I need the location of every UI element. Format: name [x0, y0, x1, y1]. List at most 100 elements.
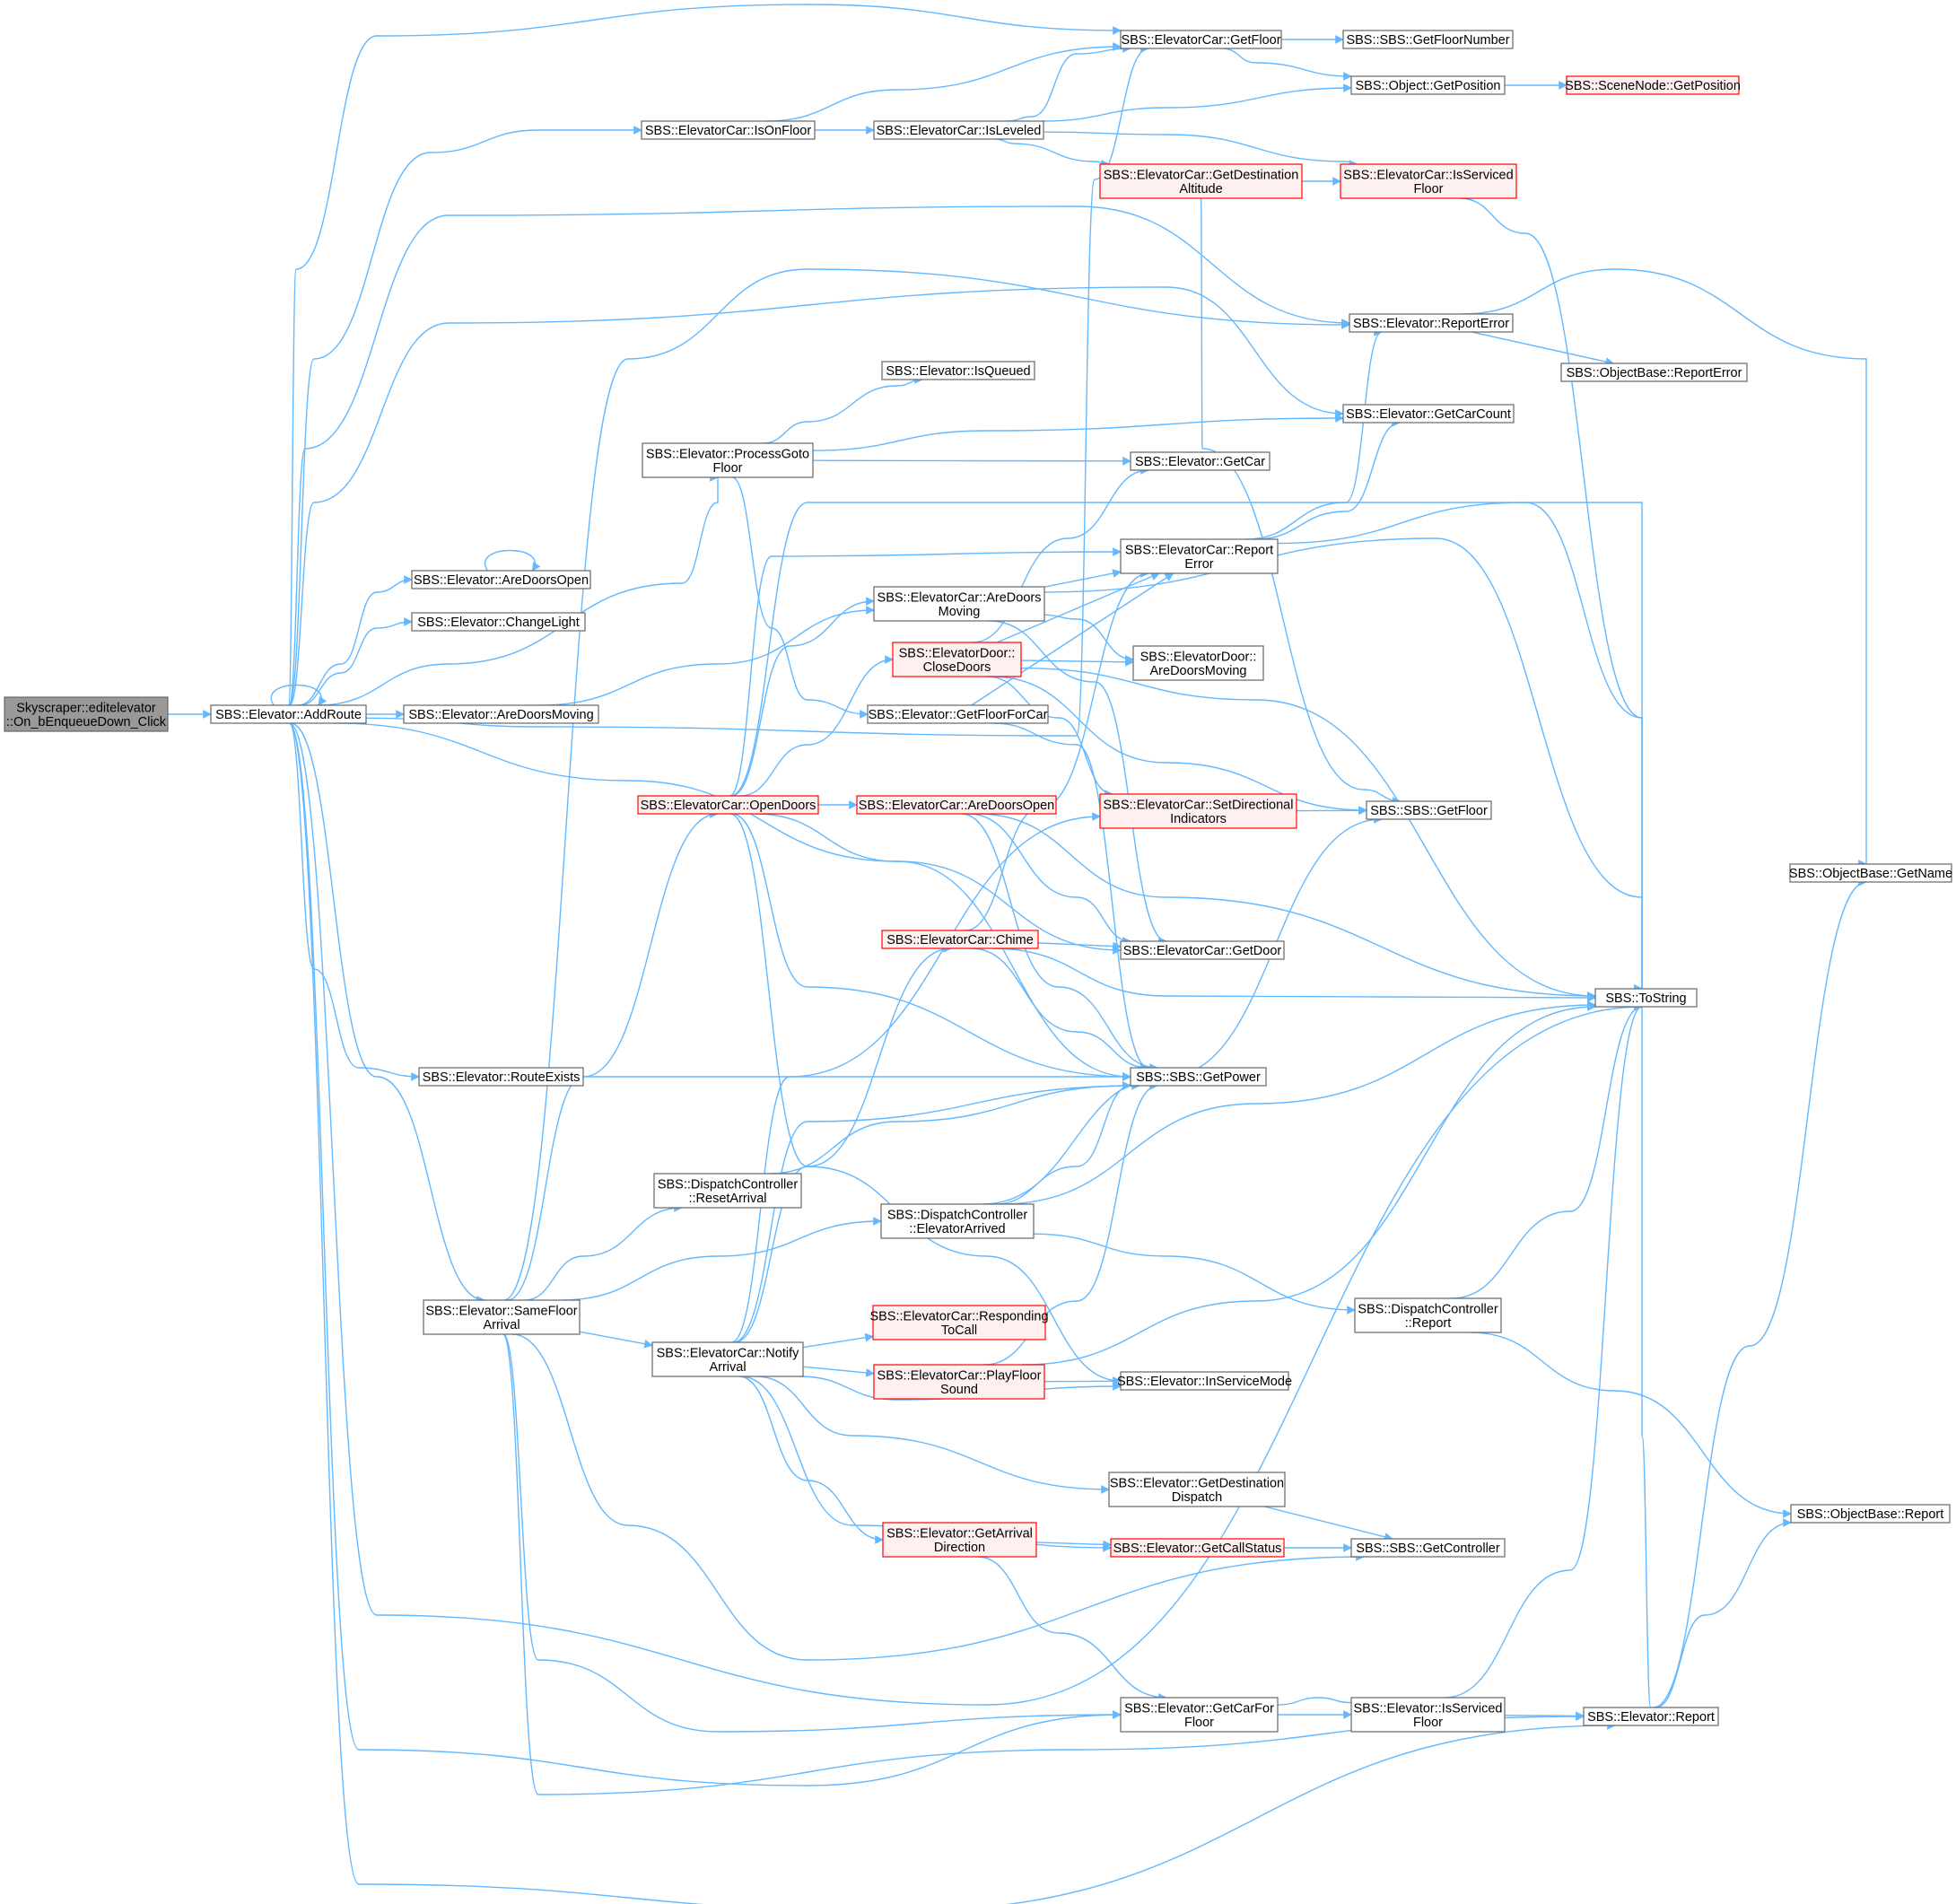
node-label: SBS::ObjectBase::ReportError	[1567, 366, 1742, 380]
node-label: SBS::Elevator::GetFloorForCar	[869, 708, 1048, 722]
node-label: SBS::Object::GetPosition	[1356, 79, 1501, 93]
node-ed_aredoorsmoving[interactable]: SBS::ElevatorDoor::AreDoorsMoving	[1132, 645, 1264, 681]
node-box	[1350, 75, 1506, 95]
node-el_getcar[interactable]: SBS::Elevator::GetCar	[1130, 451, 1271, 471]
node-sbs_getfloornumber[interactable]: SBS::SBS::GetFloorNumber	[1342, 30, 1514, 49]
node-ec_chime[interactable]: SBS::ElevatorCar::Chime	[881, 930, 1039, 949]
edge-addroute-to-el_aredoorsopen	[297, 575, 413, 706]
edge-ec_chime-to-ec_getdoor	[1037, 941, 1122, 951]
edge-addroute-to-el_getcarcount	[289, 286, 1344, 706]
node-dc_resetarrival[interactable]: SBS::DispatchController::ResetArrival	[653, 1173, 802, 1209]
node-el_isqueued[interactable]: SBS::Elevator::IsQueued	[881, 361, 1035, 380]
node-label: SBS::Elevator::ProcessGoto	[646, 447, 809, 461]
node-label: SBS::Elevator::InServiceMode	[1117, 1375, 1292, 1389]
node-sbs_getcontroller[interactable]: SBS::SBS::GetController	[1350, 1538, 1506, 1558]
edge-ec_aredoorsmoving-to-ed_aredoorsmoving	[1043, 614, 1134, 664]
node-ec_getdoor[interactable]: SBS::ElevatorCar::GetDoor	[1120, 940, 1285, 960]
node-label: SBS::ElevatorCar::Report	[1125, 543, 1273, 557]
edge-ec_getdestalt-to-sbs_getfloor	[1200, 197, 1402, 806]
edge-el_getarrivaldir-to-el_getcarforfloor	[977, 1556, 1167, 1702]
node-box	[1560, 362, 1748, 382]
node-ec_getfloor[interactable]: SBS::ElevatorCar::GetFloor	[1120, 30, 1282, 49]
node-el_getcarcount[interactable]: SBS::Elevator::GetCarCount	[1342, 404, 1515, 424]
node-el_reporterror[interactable]: SBS::Elevator::ReportError	[1349, 313, 1514, 333]
node-label: ::ResetArrival	[688, 1192, 766, 1206]
node-box	[651, 1341, 804, 1377]
edge-ed_closedoors-to-ec_reporterror	[996, 572, 1160, 643]
node-label: Arrival	[483, 1318, 520, 1332]
node-label: SBS::ElevatorCar::Chime	[886, 933, 1034, 948]
edge-el_samefloorarrival-to-dc_resetarrival	[524, 1203, 690, 1301]
node-el_changelight[interactable]: SBS::Elevator::ChangeLight	[411, 612, 586, 632]
edge-addroute-to-ec_getfloor	[287, 4, 1122, 706]
node-box	[1366, 800, 1492, 820]
edge-ec_notifyarrival-to-el_getcallstatus	[740, 1376, 1112, 1552]
node-sbs_tostring[interactable]: SBS::ToString	[1594, 988, 1698, 1008]
node-label: SBS::ElevatorCar::SetDirectional	[1104, 798, 1294, 812]
node-sbs_getfloor[interactable]: SBS::SBS::GetFloor	[1366, 800, 1492, 820]
node-label: SBS::ElevatorCar::GetDoor	[1123, 944, 1282, 958]
node-obj_getposition[interactable]: SBS::Object::GetPosition	[1350, 75, 1506, 95]
node-el_getcallstatus[interactable]: SBS::Elevator::GetCallStatus	[1110, 1538, 1285, 1558]
node-box	[1342, 30, 1514, 49]
node-ec_aredoorsopen[interactable]: SBS::ElevatorCar::AreDoorsOpen	[856, 795, 1057, 815]
node-scenenode_getposition[interactable]: SBS::SceneNode::GetPosition	[1565, 75, 1741, 95]
node-label: SBS::ElevatorCar::IsOnFloor	[645, 124, 812, 138]
node-dc_report[interactable]: SBS::DispatchController::Report	[1354, 1297, 1502, 1333]
node-dc_elevatorarrived[interactable]: SBS::DispatchController::ElevatorArrived	[880, 1203, 1035, 1239]
node-box	[1594, 988, 1698, 1008]
node-ob_reporterror[interactable]: SBS::ObjectBase::ReportError	[1560, 362, 1748, 382]
node-ec_setdirind[interactable]: SBS::ElevatorCar::SetDirectionalIndicato…	[1099, 793, 1297, 829]
node-box	[880, 1203, 1035, 1239]
node-ec_reporterror[interactable]: SBS::ElevatorCar::ReportError	[1120, 538, 1279, 574]
node-label: SBS::SBS::GetPower	[1136, 1070, 1261, 1085]
node-label: SBS::ElevatorCar::Responding	[869, 1309, 1048, 1323]
edge-ec_aredoorsopen-to-sbs_getpower	[961, 813, 1158, 1072]
node-ec_isonfloor[interactable]: SBS::ElevatorCar::IsOnFloor	[641, 120, 816, 140]
node-ob_getname[interactable]: SBS::ObjectBase::GetName	[1789, 863, 1952, 883]
node-label: ToCall	[941, 1323, 977, 1338]
node-label: SBS::ElevatorCar::IsLeveled	[877, 124, 1042, 138]
edge-ec_opendoors-to-ec_reporterror	[729, 544, 1125, 797]
node-el_routeexists[interactable]: SBS::Elevator::RouteExists	[418, 1067, 584, 1087]
node-el_aredoorsopen[interactable]: SBS::Elevator::AreDoorsOpen	[411, 570, 591, 590]
node-box	[653, 1173, 802, 1209]
edge-ec_isleveled-to-obj_getposition	[1042, 83, 1352, 122]
edge-addroute-to-sbs_getpower	[334, 722, 1135, 1085]
nodes-layer: Skyscraper::editelevator::On_bEnqueueDow…	[4, 30, 1952, 1733]
node-label: Direction	[934, 1541, 985, 1555]
node-el_aredoorsmoving[interactable]: SBS::Elevator::AreDoorsMoving	[403, 704, 599, 724]
node-ec_aredoorsmoving[interactable]: SBS::ElevatorCar::AreDoorsMoving	[873, 586, 1045, 622]
node-label: SBS::ObjectBase::Report	[1797, 1507, 1944, 1522]
node-el_getfloorforcar[interactable]: SBS::Elevator::GetFloorForCar	[867, 704, 1049, 724]
node-label: Floor	[1413, 182, 1443, 197]
node-label: CloseDoors	[923, 660, 991, 675]
node-ob_report[interactable]: SBS::ObjectBase::Report	[1790, 1504, 1951, 1524]
node-ec_isleveled[interactable]: SBS::ElevatorCar::IsLeveled	[873, 120, 1044, 140]
edge-ed_closedoors-to-sbs_tostring	[1020, 667, 1596, 1000]
edge-el_reporterror-to-ob_getname	[1462, 268, 1871, 865]
node-ed_closedoors[interactable]: SBS::ElevatorDoor::CloseDoors	[892, 642, 1022, 677]
node-el_report[interactable]: SBS::Elevator::Report	[1583, 1707, 1719, 1726]
node-sbs_getpower[interactable]: SBS::SBS::GetPower	[1130, 1067, 1267, 1087]
node-el_inservicemode[interactable]: SBS::Elevator::InServiceMode	[1117, 1371, 1292, 1391]
node-root[interactable]: Skyscraper::editelevator::On_bEnqueueDow…	[4, 696, 169, 732]
edge-ec_notifyarrival-to-sbs_getpower	[733, 1085, 1144, 1343]
node-addroute[interactable]: SBS::Elevator::AddRoute	[210, 704, 367, 724]
node-ec_opendoors[interactable]: SBS::ElevatorCar::OpenDoors	[637, 795, 819, 815]
edge-el_isservicedfloor-to-sbs_tostring	[1445, 1002, 1643, 1699]
node-box	[1566, 75, 1740, 95]
edge-addroute-to-el_reporterror	[288, 205, 1350, 706]
node-label: SBS::Elevator::GetDestination	[1110, 1476, 1284, 1490]
